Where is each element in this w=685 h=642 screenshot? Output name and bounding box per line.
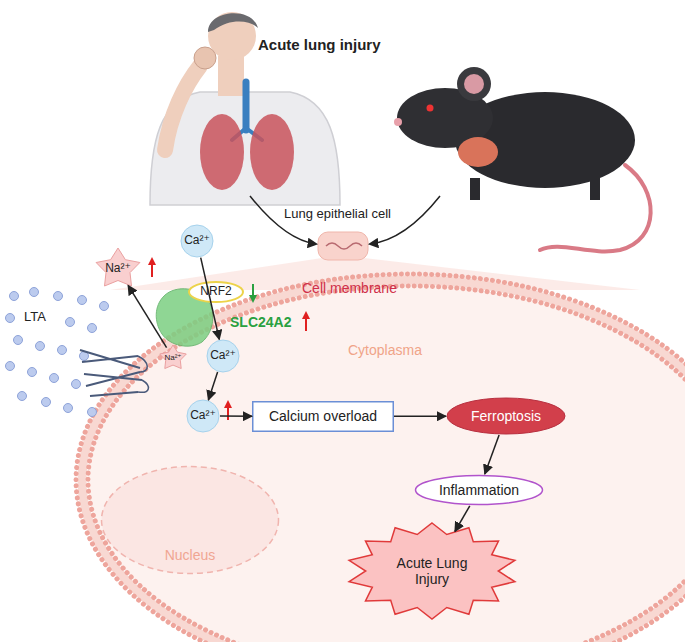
node-shape bbox=[181, 225, 213, 257]
node-text: Nucleus bbox=[165, 547, 216, 563]
node-shape bbox=[207, 340, 239, 372]
node-text: Calcium overload bbox=[269, 408, 377, 424]
flow-arrow bbox=[208, 372, 217, 400]
flow-arrow bbox=[394, 415, 446, 417]
node-text: Ca²⁺ bbox=[210, 349, 236, 363]
node-shape bbox=[160, 345, 187, 369]
node-shape bbox=[447, 398, 565, 434]
process-ellipse: NRF2 bbox=[187, 280, 245, 304]
diagram-title: Acute lung injury bbox=[258, 36, 381, 53]
flow-arrow bbox=[220, 415, 252, 417]
node-text: Na²⁺ bbox=[164, 353, 181, 362]
ion-circle: Ca²⁺ bbox=[180, 224, 214, 258]
node-text: Acute Lung Injury bbox=[387, 555, 477, 587]
node-text: NRF2 bbox=[200, 285, 231, 299]
flow-arrow bbox=[128, 285, 167, 347]
ion-circle: Ca²⁺ bbox=[186, 399, 220, 433]
increase-arrow bbox=[305, 317, 307, 331]
ion-star: Na²⁺ bbox=[94, 247, 142, 291]
membrane-label: Cell membrane bbox=[302, 280, 397, 296]
process-box: Calcium overload bbox=[252, 401, 394, 432]
flow-arrow bbox=[455, 506, 470, 532]
outcome-burst: Acute Lung Injury bbox=[346, 522, 518, 620]
annotation-label: Lung epithelial cell bbox=[284, 207, 391, 222]
process-ellipse: Inflammation bbox=[414, 474, 544, 506]
cytoplasm-label: Cytoplasma bbox=[348, 342, 422, 358]
annotation-label: LTA bbox=[24, 310, 46, 325]
ion-star: Na²⁺ bbox=[158, 344, 188, 372]
mouse-illustration bbox=[394, 67, 651, 251]
process-ellipse: Ferroptosis bbox=[446, 397, 566, 435]
flow-arrow bbox=[485, 435, 499, 474]
node-text: Inflammation bbox=[439, 482, 519, 498]
node-shape bbox=[416, 476, 543, 505]
node-shape bbox=[102, 467, 279, 574]
node-text: Ca²⁺ bbox=[190, 409, 216, 423]
node-shape bbox=[189, 282, 243, 302]
node-shape bbox=[253, 402, 394, 432]
annotation-label: SLC24A2 bbox=[230, 314, 291, 330]
node-shape bbox=[349, 523, 515, 619]
node-shape bbox=[187, 400, 219, 432]
process-ellipse: Nucleus bbox=[100, 465, 280, 575]
node-text: Na²⁺ bbox=[105, 262, 131, 276]
flow-arrow bbox=[201, 258, 220, 340]
cell-icon-wave bbox=[326, 243, 362, 249]
node-shape bbox=[96, 248, 140, 286]
node-text: Ferroptosis bbox=[471, 408, 541, 424]
lta-particles bbox=[6, 288, 109, 417]
increase-arrow bbox=[151, 263, 153, 277]
ion-circle: Ca²⁺ bbox=[206, 339, 240, 373]
increase-arrow bbox=[227, 406, 229, 420]
node-text: Ca²⁺ bbox=[184, 234, 210, 248]
cell-icon bbox=[318, 232, 368, 260]
increase-arrow-head bbox=[148, 257, 156, 265]
